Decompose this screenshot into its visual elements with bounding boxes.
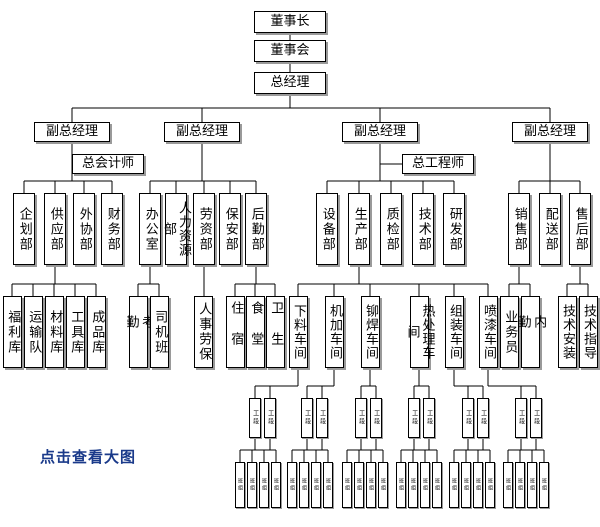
dept-production: 生产部 [348, 193, 370, 265]
group-box: 班组 [323, 462, 333, 508]
sub-internal-affairs: 内勤 [516, 296, 546, 368]
sub-driver-team: 司机班 [150, 296, 169, 368]
box-chief-accountant: 总会计师 [72, 154, 144, 174]
dept-human-resources: 人力资源部 [161, 193, 191, 265]
dept-equipment: 设备部 [316, 193, 338, 265]
dept-labor-wages: 劳资部 [193, 193, 215, 265]
section-box: 工段 [249, 398, 261, 438]
group-box: 班组 [396, 462, 406, 508]
sub-accommodation: 住宿 [226, 296, 245, 368]
section-box: 工段 [408, 398, 420, 438]
group-box: 班组 [271, 462, 281, 508]
sub-personnel-labor-protection: 人事劳保 [194, 296, 213, 368]
workshop-riveting-welding: 铆焊车间 [361, 296, 380, 368]
sub-tool-store: 工具库 [66, 296, 85, 368]
group-box: 班组 [259, 462, 269, 508]
workshop-heat-treatment: 热处理车间 [405, 296, 435, 368]
workshop-machining: 机加车间 [325, 296, 344, 368]
group-box: 班组 [432, 462, 442, 508]
dept-sales: 销售部 [508, 193, 530, 265]
dept-research: 研发部 [443, 193, 465, 265]
section-box: 工段 [355, 398, 367, 438]
section-box: 工段 [370, 398, 382, 438]
box-chairman: 董事长 [254, 11, 326, 33]
group-box: 班组 [408, 462, 418, 508]
group-box: 班组 [420, 462, 430, 508]
workshop-assembly: 组装车间 [445, 296, 464, 368]
group-box: 班组 [354, 462, 364, 508]
group-box: 班组 [449, 462, 459, 508]
workshop-painting: 喷漆车间 [479, 296, 498, 368]
box-vice-president-2: 副总经理 [164, 122, 240, 142]
group-box: 班组 [366, 462, 376, 508]
group-box: 班组 [235, 462, 245, 508]
group-box: 班组 [378, 462, 388, 508]
group-box: 班组 [539, 462, 549, 508]
dept-office: 办公室 [139, 193, 161, 265]
group-box: 班组 [473, 462, 483, 508]
group-box: 班组 [247, 462, 257, 508]
box-general-manager: 总经理 [254, 72, 326, 94]
sub-salesperson: 业务员 [500, 296, 519, 368]
sub-technical-guidance: 技术指导 [579, 296, 598, 368]
sub-attendance: 考勤 [124, 296, 154, 368]
sub-canteen: 食堂 [246, 296, 265, 368]
box-vice-president-1: 副总经理 [34, 122, 110, 142]
sub-welfare-store: 福利库 [3, 296, 22, 368]
section-box: 工段 [530, 398, 542, 438]
dept-after-sales: 售后部 [569, 193, 591, 265]
section-box: 工段 [462, 398, 474, 438]
sub-material-store: 材料库 [45, 296, 64, 368]
sub-technical-installation: 技术安装 [558, 296, 577, 368]
dept-technology: 技术部 [412, 193, 434, 265]
dept-quality: 质检部 [380, 193, 402, 265]
sub-finished-goods-store: 成品库 [87, 296, 106, 368]
view-large-image-link[interactable]: 点击查看大图 [40, 448, 137, 466]
box-board: 董事会 [254, 40, 326, 62]
section-box: 工段 [264, 398, 276, 438]
sub-transport-team: 运输队 [24, 296, 43, 368]
dept-distribution: 配送部 [539, 193, 561, 265]
section-box: 工段 [477, 398, 489, 438]
dept-logistics: 后勤部 [245, 193, 267, 265]
group-box: 班组 [342, 462, 352, 508]
group-box: 班组 [515, 462, 525, 508]
dept-planning: 企划部 [13, 193, 35, 265]
dept-finance: 财务部 [101, 193, 123, 265]
dept-supply: 供应部 [44, 193, 66, 265]
group-box: 班组 [287, 462, 297, 508]
section-box: 工段 [515, 398, 527, 438]
group-box: 班组 [461, 462, 471, 508]
section-box: 工段 [301, 398, 313, 438]
dept-outsourcing: 外协部 [73, 193, 95, 265]
section-box: 工段 [316, 398, 328, 438]
workshop-cutting: 下料车间 [289, 296, 308, 368]
box-chief-engineer: 总工程师 [402, 154, 474, 174]
group-box: 班组 [527, 462, 537, 508]
group-box: 班组 [503, 462, 513, 508]
sub-sanitation: 卫生 [266, 296, 285, 368]
section-box: 工段 [423, 398, 435, 438]
dept-security: 保安部 [219, 193, 241, 265]
group-box: 班组 [485, 462, 495, 508]
group-box: 班组 [299, 462, 309, 508]
group-box: 班组 [311, 462, 321, 508]
box-vice-president-4: 副总经理 [512, 122, 588, 142]
box-vice-president-3: 副总经理 [342, 122, 418, 142]
